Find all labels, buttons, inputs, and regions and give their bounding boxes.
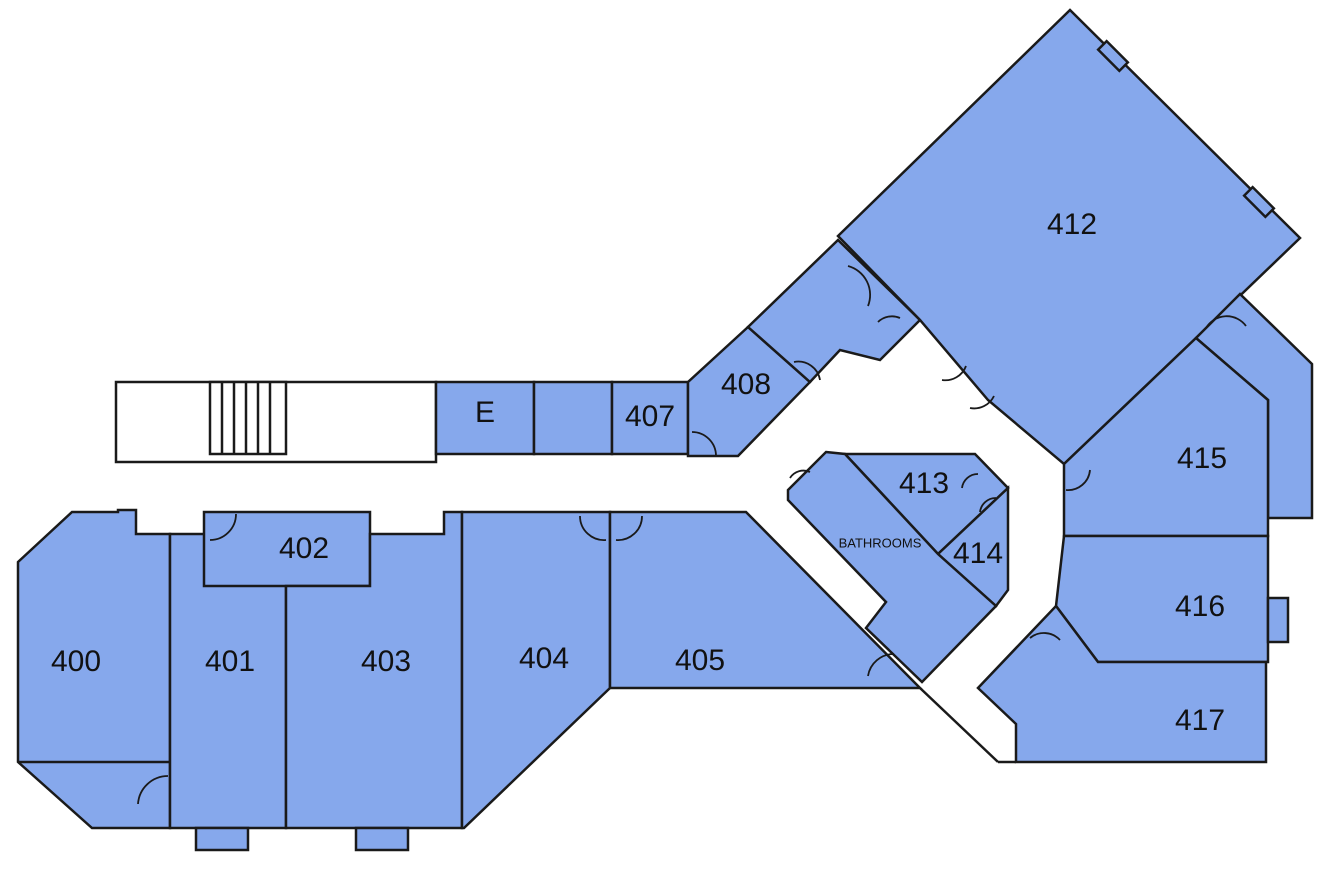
room-label-417: 417 (1175, 704, 1225, 737)
room-label-404: 404 (519, 642, 569, 675)
room-417[interactable] (976, 604, 1268, 764)
room-label-elevator: E (475, 396, 495, 429)
room-label-408: 408 (721, 368, 771, 401)
room-label-bathrooms: BATHROOMS (839, 535, 922, 550)
room-label-403: 403 (361, 645, 411, 678)
room-elevator[interactable] (434, 380, 536, 456)
room-403[interactable] (284, 510, 464, 830)
room-label-416: 416 (1175, 590, 1225, 623)
room-label-412: 412 (1047, 208, 1097, 241)
room-label-414: 414 (953, 537, 1003, 570)
room-416[interactable] (1054, 534, 1270, 664)
room-label-407: 407 (625, 400, 675, 433)
room-label-402: 402 (279, 532, 329, 565)
room-400[interactable] (16, 508, 172, 830)
room-404[interactable] (460, 510, 612, 830)
room-label-405: 405 (675, 644, 725, 677)
door-swing-icon (137, 265, 1247, 805)
room-elevator-adjacent[interactable] (532, 380, 614, 456)
room-bathrooms[interactable] (786, 450, 998, 684)
room-408-annex[interactable] (746, 238, 922, 384)
room-label-400: 400 (51, 645, 101, 678)
room-415[interactable] (1062, 336, 1270, 538)
room-label-401: 401 (205, 645, 255, 678)
room-408[interactable] (686, 325, 812, 458)
stairs-icon (208, 380, 288, 456)
room-label-415: 415 (1177, 442, 1227, 475)
room-label-413: 413 (899, 467, 949, 500)
